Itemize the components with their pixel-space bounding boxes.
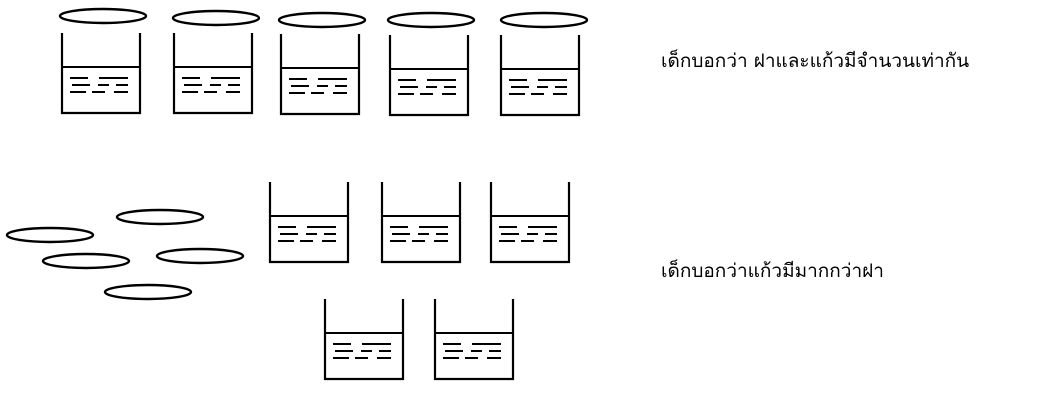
cup — [380, 182, 462, 264]
lid — [103, 283, 193, 301]
lid — [115, 208, 205, 226]
lid — [171, 9, 261, 27]
lid — [41, 252, 131, 270]
caption-equal: เด็กบอกว่า ฝาและแก้วมีจำนวนเท่ากัน — [661, 50, 970, 72]
cup — [489, 182, 571, 264]
cup — [172, 33, 254, 115]
cup — [268, 182, 350, 264]
lid — [386, 11, 476, 29]
cup — [433, 299, 515, 381]
lid — [277, 11, 367, 29]
cup — [60, 33, 142, 115]
lid — [155, 247, 245, 265]
lid — [499, 11, 589, 29]
cup — [279, 34, 361, 116]
lid — [5, 226, 95, 244]
row2-group — [5, 182, 571, 381]
cup — [388, 35, 470, 117]
cup — [499, 35, 581, 117]
caption-more-cups: เด็กบอกว่าแก้วมีมากกว่าฝา — [661, 260, 884, 282]
lid — [58, 7, 148, 25]
cup — [323, 299, 405, 381]
row1-group — [58, 7, 589, 117]
